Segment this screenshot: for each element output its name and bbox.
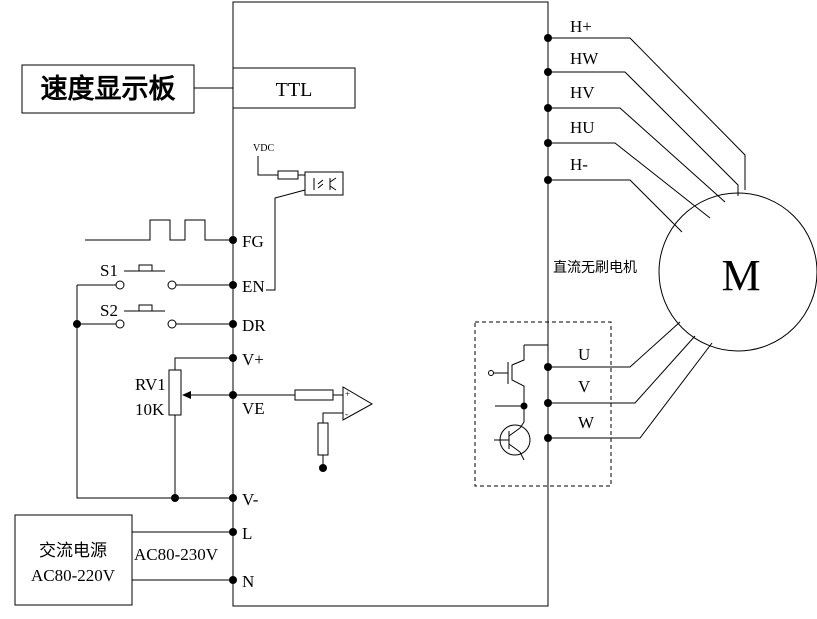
resistor-ve — [294, 389, 334, 401]
motor-symbol: M — [721, 251, 760, 300]
pin-fg: FG — [242, 232, 264, 251]
driver-box — [232, 1, 549, 607]
pin-dr: DR — [242, 316, 266, 335]
optocoupler — [304, 171, 344, 196]
potentiometer — [168, 369, 182, 416]
transistor-icon — [494, 421, 531, 461]
ac-source-range: AC80-220V — [31, 566, 116, 585]
pot-label-10k: 10K — [135, 400, 165, 419]
ac-source-box — [14, 514, 133, 606]
fg-pulse-waveform — [85, 219, 233, 241]
pin-vplus: V+ — [242, 350, 264, 369]
phase-pin-v: V — [578, 377, 591, 396]
phase-pin-w: W — [578, 413, 595, 432]
pin-ve: VE — [242, 399, 265, 418]
ttl-box — [232, 67, 356, 109]
motor-label: 直流无刷电机 — [553, 259, 637, 276]
resistor-vdc — [277, 170, 299, 180]
switch-s2-label: S2 — [100, 301, 118, 320]
power-stage-box — [474, 321, 612, 487]
pin-l: L — [242, 524, 252, 543]
switch-s1-label: S1 — [100, 261, 118, 280]
igbt-icon — [492, 345, 525, 406]
wiper-arrow-icon — [182, 391, 191, 399]
motor-circle — [658, 192, 817, 352]
resistor-ground — [317, 422, 329, 456]
pin-en: EN — [242, 277, 265, 296]
driver-ac-range: AC80-230V — [134, 545, 219, 564]
pin-vminus: V- — [242, 490, 259, 509]
vdc-label: VDC — [253, 143, 274, 154]
op-amp-minus: - — [345, 409, 348, 419]
speed-board-label: 速度显示板 — [41, 73, 176, 105]
optocoupler-icon — [313, 177, 337, 191]
ttl-label: TTL — [276, 79, 313, 101]
hall-pin-hminus: H- — [570, 155, 588, 174]
hall-pin-hw: HW — [570, 49, 599, 68]
hall-pin-hu: HU — [570, 118, 595, 137]
pot-label-rv1: RV1 — [135, 375, 166, 394]
phase-pin-u: U — [578, 345, 590, 364]
pin-n: N — [242, 572, 254, 591]
speed-board-box — [21, 64, 195, 114]
hall-pin-hv: HV — [570, 83, 595, 102]
hall-pin-hplus: H+ — [570, 17, 592, 36]
ac-source-label: 交流电源 — [39, 541, 107, 561]
op-amp-plus: + — [345, 389, 350, 399]
op-amp-icon — [342, 386, 374, 421]
